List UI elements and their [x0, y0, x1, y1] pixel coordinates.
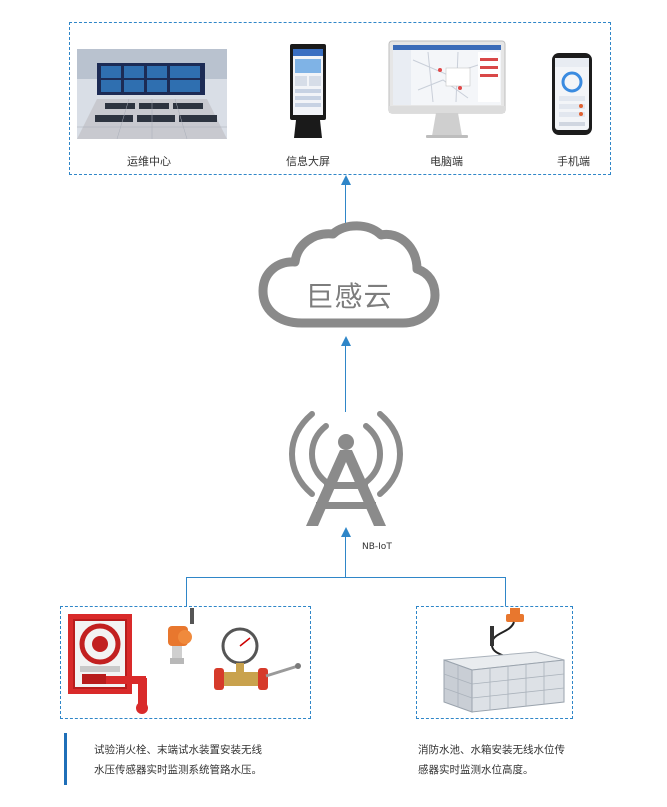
branch-connector-right — [505, 577, 507, 606]
fire-hydrant-pressure-sensor — [68, 608, 301, 714]
pressure-sensor-panel — [60, 606, 311, 719]
arrow-tower-to-cloud-line — [345, 344, 347, 412]
operations-center-photo — [77, 49, 227, 140]
kiosk-screen — [290, 44, 326, 138]
clients-panel — [69, 22, 611, 175]
water-tank-level-sensor — [443, 608, 565, 713]
arrow-cloud-to-clients-head — [341, 175, 351, 185]
note-left-line-1: 试验消火栓、末端试水装置安装无线 — [94, 744, 262, 756]
smartphone — [552, 53, 592, 135]
note-right-line-1: 消防水池、水箱安装无线水位传 — [418, 744, 565, 756]
note-left-accent-bar — [64, 733, 67, 785]
caption-operations-center: 运维中心 — [127, 155, 171, 168]
arrow-tower-to-cloud-head — [341, 336, 351, 346]
cloud-label: 巨感云 — [305, 280, 393, 313]
antenna-tower-icon — [288, 411, 404, 526]
level-sensor-panel — [416, 606, 573, 719]
desktop-monitor — [388, 40, 506, 138]
note-left: 试验消火栓、末端试水装置安装无线 水压传感器实时监测系统管路水压。 — [94, 740, 344, 780]
caption-desktop: 电脑端 — [430, 155, 463, 168]
arrow-cloud-to-clients-line — [345, 183, 347, 227]
caption-mobile: 手机端 — [557, 155, 590, 168]
note-right: 消防水池、水箱安装无线水位传 感器实时监测水位高度。 — [418, 740, 618, 780]
cloud-icon — [258, 221, 440, 328]
arrow-branches-to-tower-head — [341, 527, 351, 537]
branch-connector-horizontal — [186, 577, 506, 579]
caption-info-screen: 信息大屏 — [286, 155, 330, 168]
arrow-branches-to-tower-line — [345, 535, 347, 577]
note-left-line-2: 水压传感器实时监测系统管路水压。 — [94, 764, 262, 776]
nbiot-label: NB-IoT — [362, 542, 392, 552]
branch-connector-left — [186, 577, 188, 606]
note-right-line-2: 感器实时监测水位高度。 — [418, 764, 534, 776]
